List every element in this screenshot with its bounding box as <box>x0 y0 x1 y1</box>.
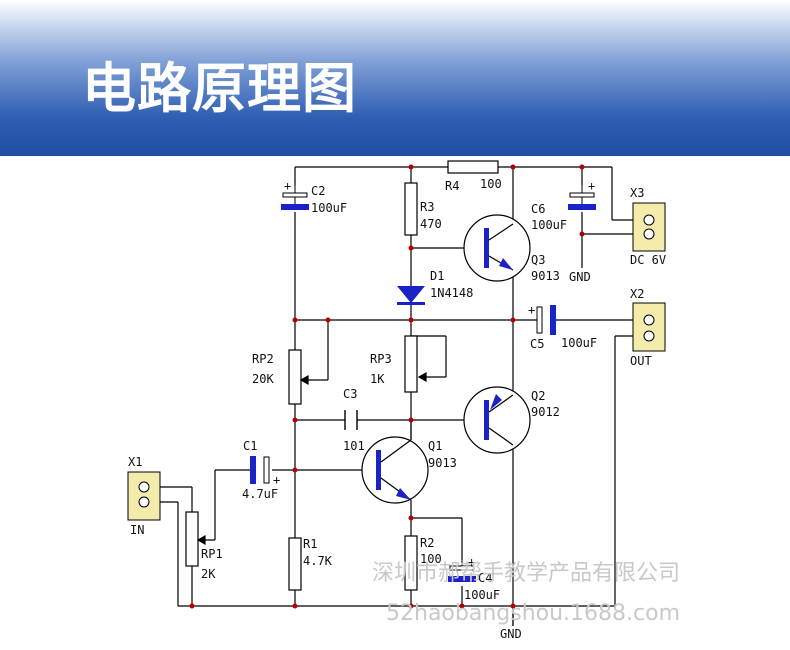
label-q1-ref: Q1 <box>428 439 442 453</box>
label-c2-plus: + <box>284 179 291 193</box>
label-c6-ref: C6 <box>531 202 545 216</box>
label-d1-ref: D1 <box>430 269 444 283</box>
capacitor-c3 <box>344 410 358 430</box>
label-q2-ref: Q2 <box>531 389 545 403</box>
label-rp1-val: 2K <box>201 567 216 581</box>
label-rp2-val: 20K <box>252 372 274 386</box>
label-r3-ref: R3 <box>420 200 434 214</box>
resistor-r3 <box>404 182 418 236</box>
label-x3-text: DC 6V <box>630 253 666 267</box>
label-r4-ref: R4 <box>445 179 459 193</box>
label-r2-val: 100 <box>420 552 442 566</box>
label-x1-ref: X1 <box>128 455 142 469</box>
potentiometer-rp1 <box>185 511 199 567</box>
label-r4-val: 100 <box>480 177 502 191</box>
junction-dots <box>189 164 585 609</box>
resistor-r4 <box>447 160 499 174</box>
capacitor-c6 <box>568 185 596 210</box>
capacitor-c4 <box>448 560 476 582</box>
transistor-q2 <box>463 386 531 454</box>
label-x1-text: IN <box>130 523 144 537</box>
label-c5-val: 100uF <box>561 336 597 350</box>
header-banner: 电路原理图 <box>0 0 790 156</box>
label-x3-ref: X3 <box>630 186 644 200</box>
label-q3-val: 9013 <box>531 269 560 283</box>
watermark-url: 52haobangshou.1688.com <box>386 601 680 626</box>
label-d1-val: 1N4148 <box>430 286 473 300</box>
label-rp3-val: 1K <box>370 372 385 386</box>
label-gnd-top: GND <box>569 270 591 284</box>
resistors <box>185 160 499 591</box>
label-c3-ref: C3 <box>343 387 357 401</box>
capacitor-c5 <box>536 305 556 335</box>
resistor-r1 <box>288 537 302 591</box>
label-c4-ref: C4 <box>478 571 492 585</box>
label-c1-plus: + <box>273 473 280 487</box>
transistor-q1 <box>361 436 429 504</box>
watermark-company: 深圳市郝帮手教学产品有限公司 <box>372 561 680 586</box>
diode-d1 <box>397 286 425 305</box>
circuit-schematic: R4 100 + C2 100uF R3 470 C6 100uF + X3 D… <box>127 160 680 641</box>
label-c1-ref: C1 <box>243 439 257 453</box>
label-r1-ref: R1 <box>303 537 317 551</box>
potentiometer-rp3 <box>404 335 418 393</box>
connector-x2 <box>632 302 666 352</box>
label-c4-val: 100uF <box>464 588 500 602</box>
label-c5-plus: + <box>528 303 535 317</box>
label-q3-ref: Q3 <box>531 253 545 267</box>
wiper-arrows <box>196 371 427 546</box>
label-c6-val: 100uF <box>531 218 567 232</box>
label-r3-val: 470 <box>420 217 442 231</box>
label-x2-text: OUT <box>630 354 652 368</box>
label-q1-val: 9013 <box>428 456 457 470</box>
capacitor-c1 <box>250 456 270 484</box>
label-x2-ref: X2 <box>630 287 644 301</box>
label-c2-val: 100uF <box>311 201 347 215</box>
connector-x3 <box>632 202 666 252</box>
label-gnd-bottom: GND <box>500 627 522 641</box>
label-q2-val: 9012 <box>531 405 560 419</box>
potentiometer-rp2 <box>288 349 302 405</box>
label-c1-val: 4.7uF <box>242 487 278 501</box>
label-c5-ref: C5 <box>530 337 544 351</box>
page-title: 电路原理图 <box>82 57 357 120</box>
capacitor-c2 <box>281 186 309 210</box>
transistor-q3 <box>463 214 531 282</box>
label-rp1-ref: RP1 <box>201 547 223 561</box>
wires <box>160 166 644 626</box>
connector-x1 <box>127 471 161 521</box>
label-rp2-ref: RP2 <box>252 352 274 366</box>
label-c4-plus: + <box>468 555 475 569</box>
label-c6-plus: + <box>588 179 595 193</box>
label-rp3-ref: RP3 <box>370 352 392 366</box>
label-r2-ref: R2 <box>420 536 434 550</box>
label-c3-val: 101 <box>343 439 365 453</box>
label-r1-val: 4.7K <box>303 554 333 568</box>
label-c2-ref: C2 <box>311 184 325 198</box>
resistor-r2 <box>404 535 418 591</box>
